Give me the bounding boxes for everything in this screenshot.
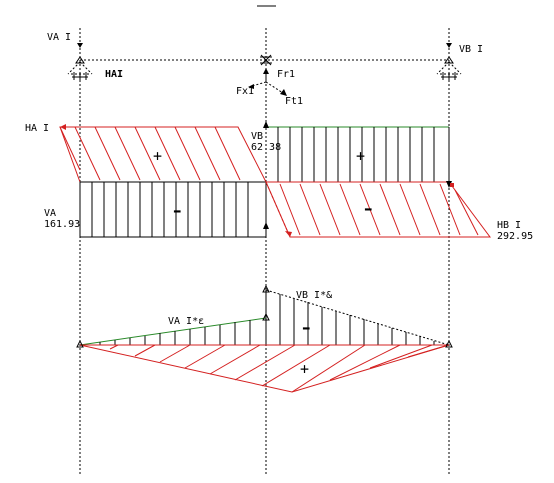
shear-plus-left: + xyxy=(153,147,162,165)
label-hb-value: 292.95 xyxy=(497,231,533,242)
arrow-fx1-icon xyxy=(251,81,267,87)
label-hb: HB I xyxy=(497,220,521,231)
label-fx1: Fx1 xyxy=(236,86,254,97)
label-vb-mid-value: 62.38 xyxy=(251,142,281,153)
label-va-mid: VA xyxy=(44,208,56,219)
label-va-mid-value: 161.93 xyxy=(44,219,80,230)
beam-top xyxy=(80,5,449,66)
moment-minus: – xyxy=(302,318,311,338)
shear-plus-right: + xyxy=(356,147,365,165)
labels: VA I VB I HAI Fr1 Fx1 Ft1 HA I VB 62.38 … xyxy=(25,32,533,327)
support-left-icon xyxy=(67,43,93,80)
moment-diagram: – + xyxy=(76,284,453,393)
hatch-left-upper xyxy=(59,126,267,183)
node-mid-icon xyxy=(262,312,270,321)
label-fr1: Fr1 xyxy=(277,69,295,80)
label-ft1: Ft1 xyxy=(285,96,303,107)
node-left-icon xyxy=(76,339,84,348)
label-vb-moment: VB I*& xyxy=(296,290,332,301)
label-va-moment: VA I*ε xyxy=(168,316,204,327)
label-ha-left: HA I xyxy=(25,123,49,134)
label-va-top: VA I xyxy=(47,32,71,43)
force-arrows xyxy=(248,68,287,96)
arrow-ft1-icon xyxy=(265,81,284,94)
label-vb-top: VB I xyxy=(459,44,483,55)
support-right-icon xyxy=(436,43,462,80)
label-vb-mid: VB xyxy=(251,131,263,142)
moment-red-triangle xyxy=(79,344,450,393)
label-hai: HAI xyxy=(105,69,123,80)
moment-plus: + xyxy=(300,360,309,378)
shear-diagram: + – + – xyxy=(59,121,491,238)
shear-minus-right: – xyxy=(364,199,373,219)
bars-left-lower xyxy=(79,181,267,238)
node-right-icon xyxy=(445,339,453,348)
shear-minus-left: – xyxy=(173,201,182,221)
node-top-mid-icon xyxy=(262,284,270,293)
support-axes xyxy=(79,28,450,475)
